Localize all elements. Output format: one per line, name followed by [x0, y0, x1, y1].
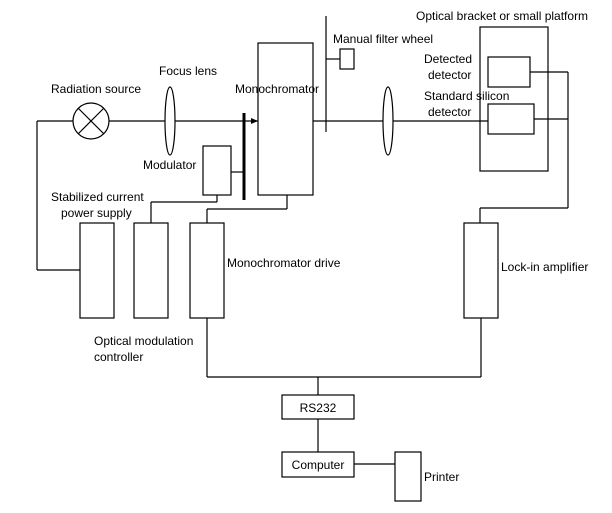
- printer-label: Printer: [424, 470, 459, 484]
- lock-in-amplifier-box: [463, 222, 499, 319]
- filter-wheel-box: [339, 48, 355, 70]
- optical-modulation-controller-box: [133, 222, 169, 319]
- optical-bracket-box: [479, 26, 549, 172]
- printer-box: [394, 451, 422, 502]
- monochromator-box: [257, 42, 314, 196]
- detected-detector-label-2: detector: [428, 68, 471, 82]
- monochromator-drive-box: [189, 222, 225, 319]
- optical-axis-arrow: [251, 118, 258, 124]
- rs232-label: RS232: [300, 401, 337, 415]
- focus-lens-icon: [164, 86, 176, 156]
- detected-detector-label-1: Detected: [424, 52, 472, 66]
- detected-detector-box: [487, 56, 531, 88]
- monochromator-label: Monochromator: [235, 82, 319, 96]
- lock-in-amplifier-label: Lock-in amplifier: [501, 260, 588, 274]
- stabilized-power-label-2: power supply: [61, 206, 132, 220]
- lamp-cross-b: [77, 107, 105, 135]
- standard-silicon-label-2: detector: [428, 105, 471, 119]
- rs232-box: [281, 394, 355, 420]
- modulator-box: [202, 145, 232, 196]
- standard-silicon-label-1: Standard silicon: [424, 89, 509, 103]
- manual-filter-wheel-label: Manual filter wheel: [333, 32, 433, 46]
- radiation-source-label: Radiation source: [51, 82, 141, 96]
- monochromator-drive-label: Monochromator drive: [227, 256, 341, 270]
- stabilized-power-supply-box: [79, 222, 115, 319]
- optical-modulation-label-2: controller: [94, 350, 143, 364]
- stabilized-power-label-1: Stabilized current: [51, 190, 144, 204]
- focus-lens-label: Focus lens: [159, 64, 217, 78]
- standard-silicon-detector-box: [487, 103, 535, 135]
- output-lens-icon: [382, 86, 394, 156]
- optical-bracket-label: Optical bracket or small platform: [416, 9, 588, 23]
- modulator-label: Modulator: [143, 158, 196, 172]
- computer-label: Computer: [292, 458, 345, 472]
- optical-modulation-label-1: Optical modulation: [94, 334, 193, 348]
